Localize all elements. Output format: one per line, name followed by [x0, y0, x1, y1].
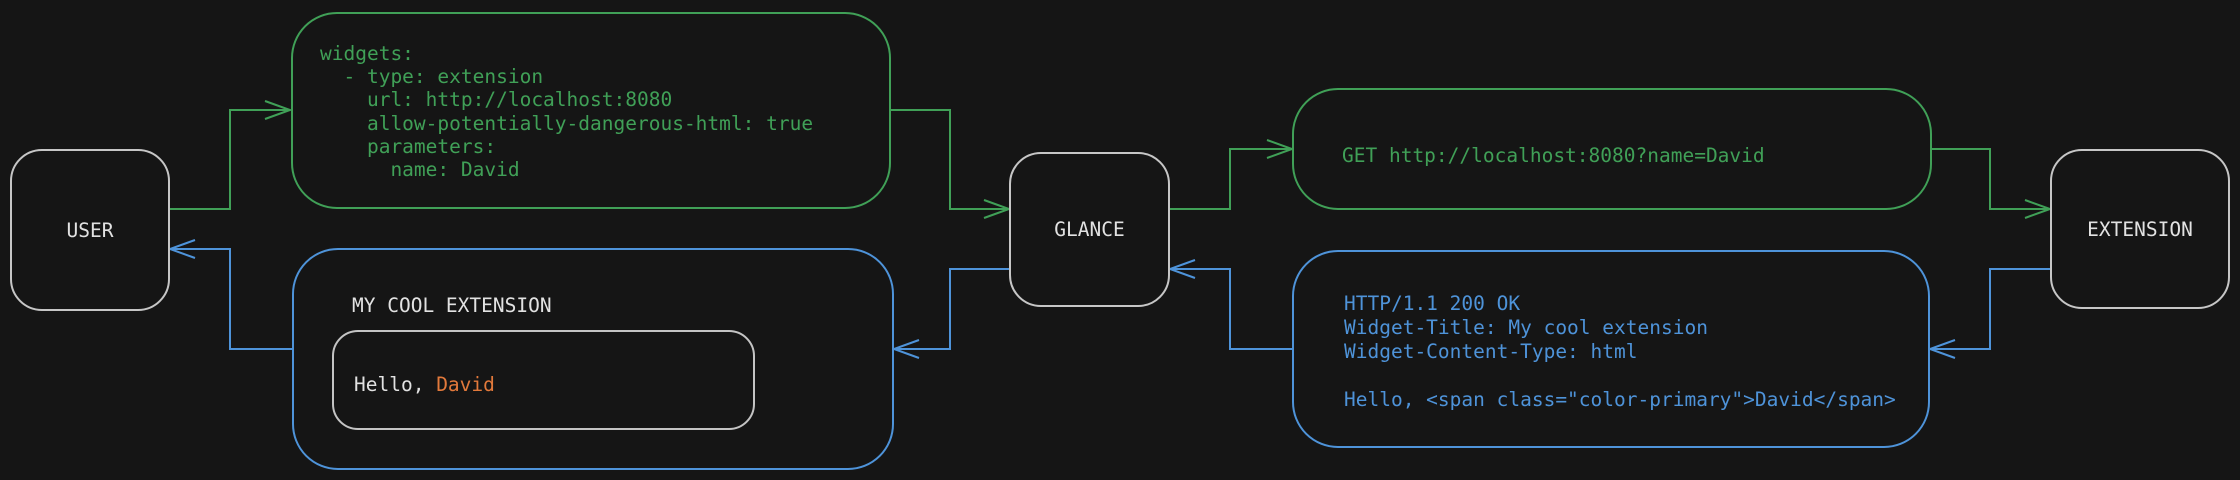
arrow-extension-to-response: [1927, 268, 2050, 359]
arrow-glance-to-request: [1170, 139, 1295, 210]
user-node-label: USER: [66, 218, 114, 242]
http-response-box: HTTP/1.1 200 OK Widget-Title: My cool ex…: [1292, 250, 1930, 448]
extension-node-label: EXTENSION: [2087, 217, 2193, 241]
widget-content-box: Hello, David: [332, 330, 755, 430]
user-node: USER: [10, 149, 170, 311]
config-yaml-box: widgets: - type: extension url: http://l…: [291, 12, 891, 209]
glance-node: GLANCE: [1009, 152, 1170, 307]
rendered-widget-box: MY COOL EXTENSION Hello, David: [292, 248, 894, 470]
extension-node: EXTENSION: [2050, 149, 2230, 309]
http-request-box: GET http://localhost:8080?name=David: [1292, 88, 1932, 210]
greeting-name: David: [436, 373, 495, 396]
greeting-prefix: Hello,: [354, 373, 437, 396]
arrow-request-to-extension: [1932, 148, 2053, 219]
http-request-code: GET http://localhost:8080?name=David: [1342, 144, 1765, 167]
widget-title: MY COOL EXTENSION: [352, 294, 552, 317]
arrow-glance-to-widget: [891, 268, 1009, 359]
arrow-widget-to-user: [167, 239, 292, 350]
greeting-text: Hello, David: [354, 373, 495, 396]
arrow-user-to-config: [170, 100, 293, 210]
arrow-config-to-glance: [891, 109, 1012, 219]
http-response-code: HTTP/1.1 200 OK Widget-Title: My cool ex…: [1344, 292, 1896, 411]
glance-node-label: GLANCE: [1054, 218, 1125, 241]
config-yaml-code: widgets: - type: extension url: http://l…: [320, 42, 814, 182]
arrow-response-to-glance: [1167, 259, 1292, 350]
